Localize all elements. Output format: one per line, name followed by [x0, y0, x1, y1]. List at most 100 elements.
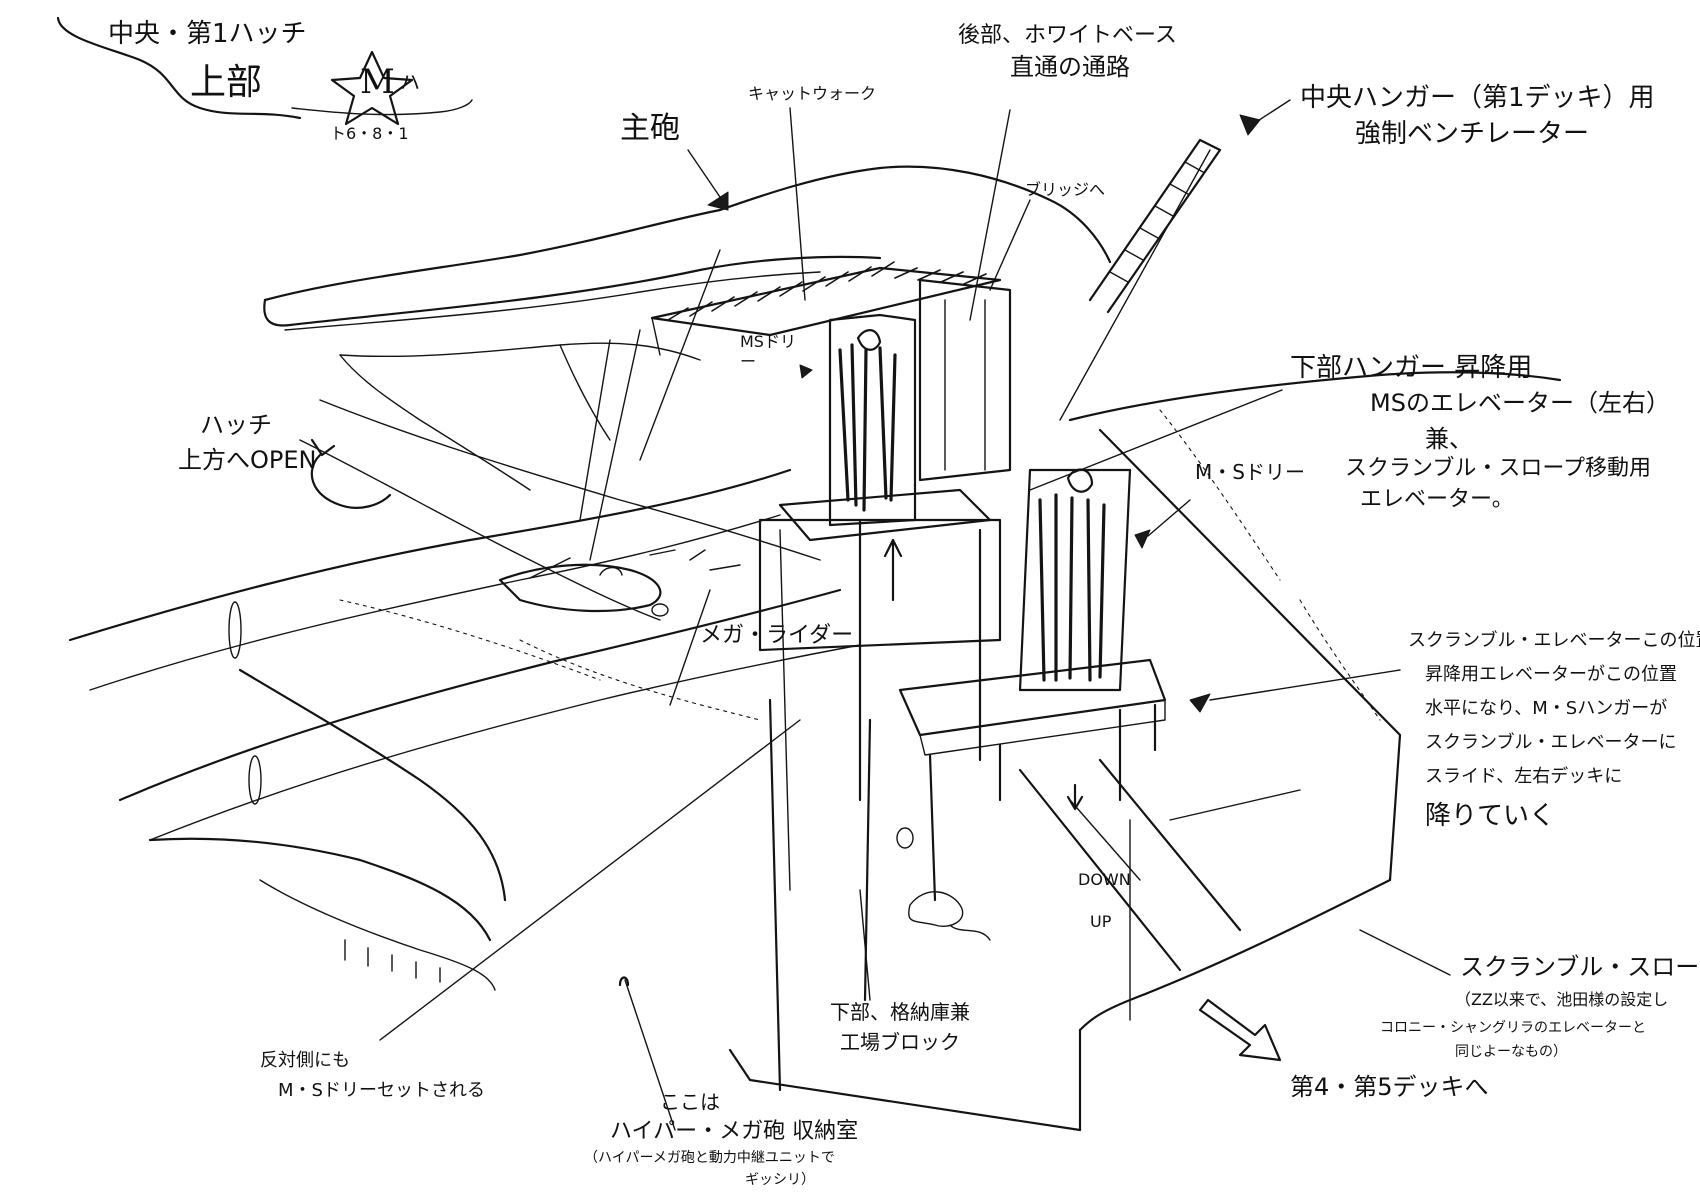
label-to-bridge: ブリッジへ: [1025, 180, 1106, 199]
rear-leader: [969, 109, 1011, 321]
strut-1: [579, 339, 611, 521]
label-slope-title: スクランブル・スロープ: [1460, 953, 1700, 981]
label-main-gun: 主砲: [620, 111, 680, 146]
main-gun-barrel-bottom: [284, 271, 821, 331]
main-gun-barrel-top: [263, 255, 882, 327]
label-lower-block1: 下部、格納庫兼: [830, 1000, 970, 1024]
opposite-leader: [379, 719, 801, 1041]
label-rear-line2: 直通の通路: [1010, 53, 1130, 81]
label-ms-dolly-left: MSドリー: [740, 332, 796, 371]
label-scramble-5: スライド、左右デッキに: [1425, 766, 1623, 787]
construction-line-4: [1299, 599, 1381, 721]
label-opposite2: M・Sドリーセットされる: [278, 1080, 485, 1101]
label-mega-rider: メガ・ライダー: [700, 623, 854, 648]
catwalk-leader: [789, 107, 806, 301]
ms-dolly-right-marker: [1134, 529, 1151, 549]
label-opposite1: 反対側にも: [260, 1050, 350, 1071]
label-down: DOWN: [1078, 870, 1131, 889]
ventilator-duct: [1088, 138, 1222, 314]
construction-line-1: [339, 599, 601, 681]
ventilator-leader: [1059, 149, 1211, 421]
hatch-panel-top: [339, 342, 701, 361]
strut-2: [589, 329, 641, 561]
label-ms-dolly-right: M・Sドリー: [1195, 460, 1305, 484]
label-vent-line1: 中央ハンガー（第1デッキ）用: [1300, 83, 1655, 113]
label-scramble-1: スクランブル・エレベーターこの位置の: [1408, 630, 1700, 651]
right-platform-top: [898, 658, 1167, 737]
hull-ribs: [344, 939, 441, 983]
elevator-rail-3: [779, 529, 791, 891]
platform-leg-1: [928, 753, 937, 902]
logo-star: [330, 50, 414, 126]
section-label: 上部: [190, 62, 263, 103]
vent-marker-leader: [1249, 99, 1291, 127]
label-storage3: （ハイパーメガ砲と動力中継ユニットで: [584, 1150, 835, 1166]
ms-dolly-left-marker: [799, 364, 813, 379]
ms-dolly-right-frame: [1018, 468, 1132, 692]
label-scramble-6: 降りていく: [1425, 801, 1556, 831]
label-lower-block2: 工場ブロック: [840, 1030, 960, 1054]
storage-marker: [618, 976, 630, 987]
elevator-leader: [1029, 389, 1283, 491]
label-vent-line2: 強制ベンチレーター: [1355, 119, 1590, 149]
catwalk-post: [651, 317, 661, 356]
label-rear-line1: 後部、ホワイトベース: [958, 23, 1177, 48]
label-elev-line4: スクランブル・スロープ移動用: [1345, 456, 1652, 481]
label-scramble-3: 水平になり、M・Sハンガーが: [1425, 698, 1668, 719]
signature: ト6・8・1: [330, 124, 409, 143]
deck-edge-floor: [728, 1048, 1082, 1132]
slope-rail-1: [1069, 789, 1301, 881]
bridge-leader: [989, 199, 1031, 291]
down-arrow: [1066, 783, 1084, 811]
mega-rider-body: [498, 563, 662, 613]
label-elev-line1: 下部ハンガー 昇降用: [1290, 353, 1533, 383]
right-deck-bottom: [1078, 878, 1392, 1032]
mega-rider-pod: [651, 603, 669, 617]
hull-long-line-4: [149, 644, 861, 841]
right-deck-outer: [1098, 428, 1402, 882]
ms-right-head: [1066, 468, 1094, 493]
slope-leader: [1359, 929, 1451, 976]
label-up: UP: [1090, 912, 1112, 931]
label-slope-note3: 同じよーなもの）: [1455, 1044, 1567, 1060]
hull-long-line-3: [118, 588, 842, 802]
left-hull-diagonal-2: [299, 439, 661, 621]
right-platform-side: [919, 699, 1166, 756]
hull-port-2: [248, 755, 262, 805]
hatch-panel-right: [559, 344, 611, 441]
hull-port-1: [228, 601, 242, 659]
scramble-marker: [1189, 693, 1211, 713]
hull-long-line-2: [89, 514, 781, 691]
hatch-open-arrow: [310, 453, 392, 509]
platform-hook: [896, 827, 914, 849]
hull-front-curve: [238, 668, 507, 902]
hatch-arrow-head: [310, 438, 336, 457]
ms-right-body: [1038, 493, 1106, 682]
hatch-panel-left: [339, 354, 531, 491]
label-slope-note2: コロニー・シャングリラのエレベーターと: [1380, 1020, 1646, 1036]
lower-block-leader: [859, 889, 871, 1001]
strut-3: [639, 249, 721, 461]
lower-column-1: [768, 698, 782, 1092]
hull-top-edge: [263, 208, 722, 302]
storage-leader: [624, 979, 676, 1131]
label-storage1: ここは: [660, 1090, 720, 1114]
ms-left-head: [856, 329, 882, 351]
header-title: 中央・第1ハッチ: [108, 19, 307, 49]
construction-line-3: [1159, 409, 1281, 581]
main-gun-leader: [687, 149, 723, 201]
label-storage2: ハイパー・メガ砲 収納室: [610, 1119, 859, 1144]
catwalk-hatching: [667, 261, 987, 321]
ms-left-body: [838, 343, 897, 512]
signature-underline: [291, 99, 473, 116]
elevator-shaft-front: [758, 518, 1002, 652]
scramble-slope: [1018, 758, 1242, 972]
right-deck-top-edge: [1068, 371, 1562, 422]
ms-dolly-left-frame: [828, 313, 917, 527]
vent-marker: [1239, 114, 1261, 136]
label-storage4: ギッシリ）: [745, 1172, 815, 1188]
rear-passage: [918, 278, 1012, 482]
hull-upper-curve: [718, 165, 1112, 264]
